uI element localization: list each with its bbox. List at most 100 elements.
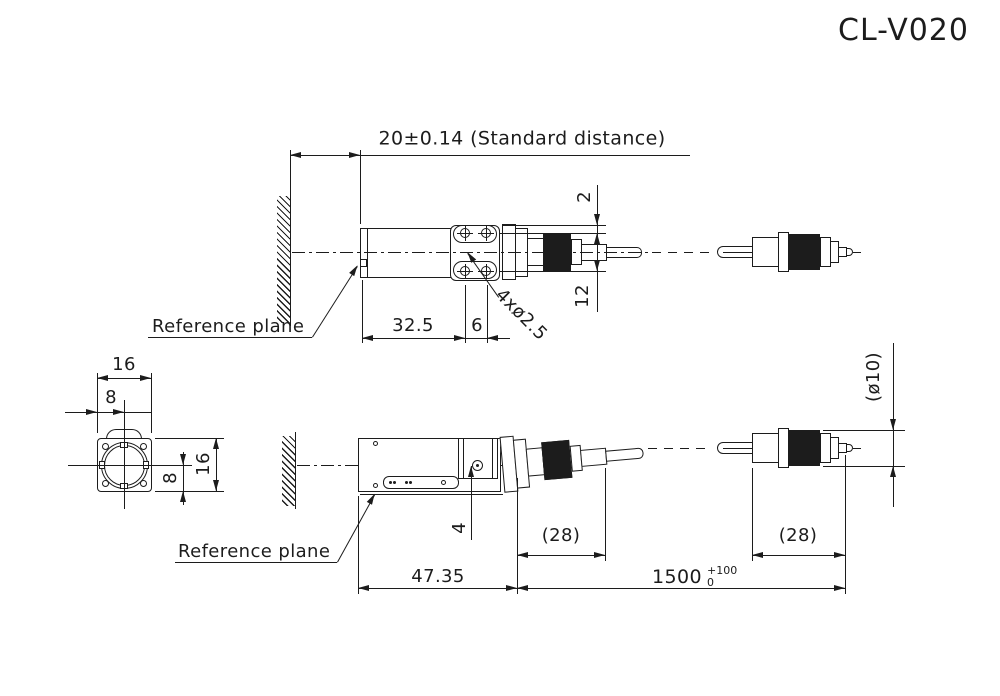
reference-wall-line (290, 150, 291, 326)
dim-standard-distance: 20±0.14 (Standard distance) (378, 127, 666, 150)
dim-cable-tol-minus: 0 (707, 576, 714, 589)
reference-wall-line (295, 432, 296, 509)
arrow-right (113, 409, 124, 415)
hole-crosshair (486, 226, 487, 241)
head-body (360, 228, 453, 278)
arrow-down (594, 214, 600, 225)
arrow-left (362, 335, 373, 341)
face-notch (360, 259, 367, 267)
extension-line (151, 373, 152, 433)
extension-line (362, 280, 363, 343)
extension-line (358, 496, 359, 594)
dim-width: 16 (112, 354, 136, 375)
reference-plane-label: Reference plane (152, 316, 305, 337)
screw (373, 483, 378, 488)
centerline (292, 252, 648, 253)
extension-line (823, 430, 905, 431)
corner-hole (102, 480, 109, 487)
cable-stub-line (723, 448, 752, 449)
corner-hole (140, 443, 147, 450)
centerline-dash (648, 448, 712, 449)
label-dot (389, 481, 392, 484)
arrow-left (358, 585, 369, 591)
corner-hole (140, 480, 147, 487)
plug-knurl (788, 234, 820, 270)
plug-body (752, 237, 779, 267)
label-underline (148, 337, 312, 338)
arrow-right (506, 585, 517, 591)
head-connector-side (497, 417, 653, 500)
dimension-line (752, 555, 845, 556)
extension-line (517, 478, 518, 594)
arrow-right (349, 152, 360, 158)
dim-body-length-side: 47.35 (411, 566, 465, 587)
wall-hatch (277, 196, 290, 323)
extension-line (845, 455, 846, 594)
dim-half-width: 8 (105, 387, 117, 408)
arrow-down (180, 454, 186, 465)
arrow-right (834, 585, 845, 591)
optical-axis-dot (476, 464, 479, 467)
reference-plane-label: Reference plane (178, 541, 331, 562)
extension-line (752, 468, 753, 561)
hole-callout: 4xø2.5 (491, 284, 552, 345)
dimension-line (358, 588, 517, 589)
dimension-line (517, 555, 605, 556)
centerline-stub (853, 252, 861, 253)
leader-line (337, 492, 378, 563)
extension-line (155, 491, 224, 492)
extension-line (360, 150, 361, 224)
centerline-stub (853, 448, 861, 449)
dim-flange-offset: 2 (574, 191, 595, 203)
drawing-title: CL-V020 (838, 13, 969, 48)
dimension-line (290, 155, 690, 156)
centerline-vertical (124, 400, 125, 509)
dim-hole-row-spacing: 12 (572, 284, 593, 308)
dim-connector-diameter: (ø10) (863, 352, 884, 402)
plug-ferrule (846, 444, 853, 452)
plug-body (752, 433, 779, 463)
dim-height: 16 (193, 452, 214, 476)
extension-line (487, 285, 488, 343)
bracket-side-line (492, 439, 493, 478)
connector-shaft (579, 447, 608, 467)
hole-crosshair (465, 226, 466, 241)
dim-cable-tol-plus: +100 (707, 564, 738, 577)
dimension-line (216, 438, 217, 491)
leader-arrow (349, 263, 361, 277)
arrow-up (594, 233, 600, 244)
dimension-line (65, 412, 151, 413)
extension-line (823, 466, 905, 467)
arrow-left (517, 552, 528, 558)
extension-line (500, 271, 606, 272)
plug-ferrule (846, 248, 853, 256)
arrow-left (290, 152, 301, 158)
fiber-cable (605, 447, 644, 462)
hole-crosshair (486, 264, 487, 279)
extension-line (155, 465, 192, 466)
bracket-side (458, 438, 498, 479)
dimension-line (597, 185, 598, 312)
plug-knurl (788, 430, 820, 466)
extension-line (605, 468, 606, 561)
arrow-right (454, 335, 465, 341)
corner-hole (102, 443, 109, 450)
dim-axis-offset: 4 (449, 522, 470, 534)
arrow-down (213, 480, 219, 491)
label-dot (405, 481, 408, 484)
label-plate (383, 476, 459, 489)
extension-line (97, 373, 98, 433)
dimension-line (97, 378, 151, 379)
label-dot (393, 481, 396, 484)
dim-half-height: 8 (160, 472, 181, 484)
dim-connector-length: (28) (541, 525, 581, 546)
centerline-dash (652, 252, 712, 253)
wall-hatch (282, 436, 295, 506)
label-underline (175, 562, 337, 563)
label-dot (409, 481, 412, 484)
body-shadow-line (360, 494, 503, 495)
arrow-right (834, 552, 845, 558)
connector-knurl (541, 439, 573, 481)
arrow-left (517, 585, 528, 591)
